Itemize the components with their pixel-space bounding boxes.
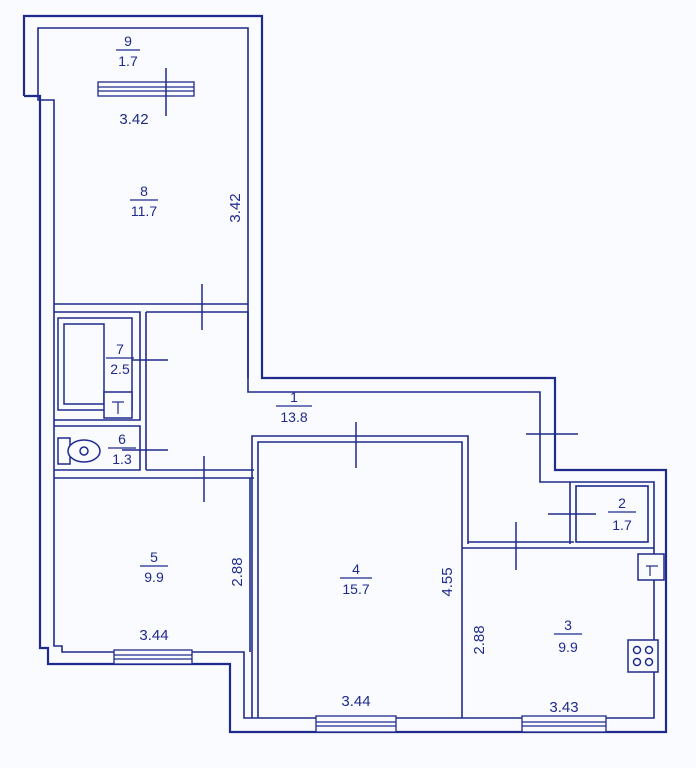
door-markers (122, 68, 596, 570)
sink-icon (637, 553, 665, 581)
room-area: 13.8 (280, 409, 307, 425)
dim-room5-width: 3.44 (139, 627, 168, 644)
dimensions: 3.42 3.42 2.88 3.44 4.55 3.44 2.88 3.43 (119, 111, 578, 716)
dim-room4-width: 3.44 (341, 693, 370, 710)
dim-room4-length: 4.55 (439, 567, 456, 596)
toilet-icon (57, 437, 101, 465)
outer-walls (22, 14, 668, 734)
room-label-8: 8 11.7 (130, 183, 158, 219)
tap-icon (103, 391, 133, 419)
room-area: 1.7 (118, 53, 138, 69)
room-area: 2.5 (110, 361, 130, 377)
room-label-5: 5 9.9 (140, 549, 168, 585)
room-label-9: 9 1.7 (116, 33, 140, 69)
window-room3 (521, 715, 607, 733)
room-number: 6 (118, 431, 126, 447)
stove-icon (627, 639, 659, 673)
room-label-2: 2 1.7 (608, 495, 636, 533)
room-area: 9.9 (144, 569, 164, 585)
windows (97, 81, 607, 733)
room-number: 5 (150, 549, 158, 565)
window-balcony (97, 81, 195, 97)
room-label-3: 3 9.9 (554, 617, 582, 655)
room-area: 15.7 (342, 581, 369, 597)
room-number: 2 (618, 495, 626, 511)
window-room4 (315, 715, 397, 733)
room-label-4: 4 15.7 (340, 561, 372, 597)
room-number: 7 (116, 341, 124, 357)
room-label-7: 7 2.5 (106, 341, 134, 377)
dim-room3-length: 2.88 (471, 625, 488, 654)
room-area: 11.7 (131, 203, 157, 219)
room-number: 9 (124, 33, 132, 49)
room-number: 1 (290, 389, 298, 405)
dim-room8-length: 3.42 (227, 193, 244, 222)
dim-room8-width: 3.42 (119, 111, 148, 128)
room-number: 4 (352, 561, 360, 577)
room-number: 8 (140, 183, 148, 199)
dim-room5-length: 2.88 (229, 557, 246, 586)
window-room5 (113, 649, 193, 665)
room-number: 3 (564, 617, 572, 633)
room-area: 1.7 (612, 517, 632, 533)
room-area: 1.3 (112, 451, 132, 467)
room-label-1: 1 13.8 (276, 389, 312, 425)
room-label-6: 6 1.3 (108, 431, 136, 467)
room-area: 9.9 (558, 639, 578, 655)
interior-walls (54, 303, 654, 718)
dim-room3-width: 3.43 (549, 699, 578, 716)
